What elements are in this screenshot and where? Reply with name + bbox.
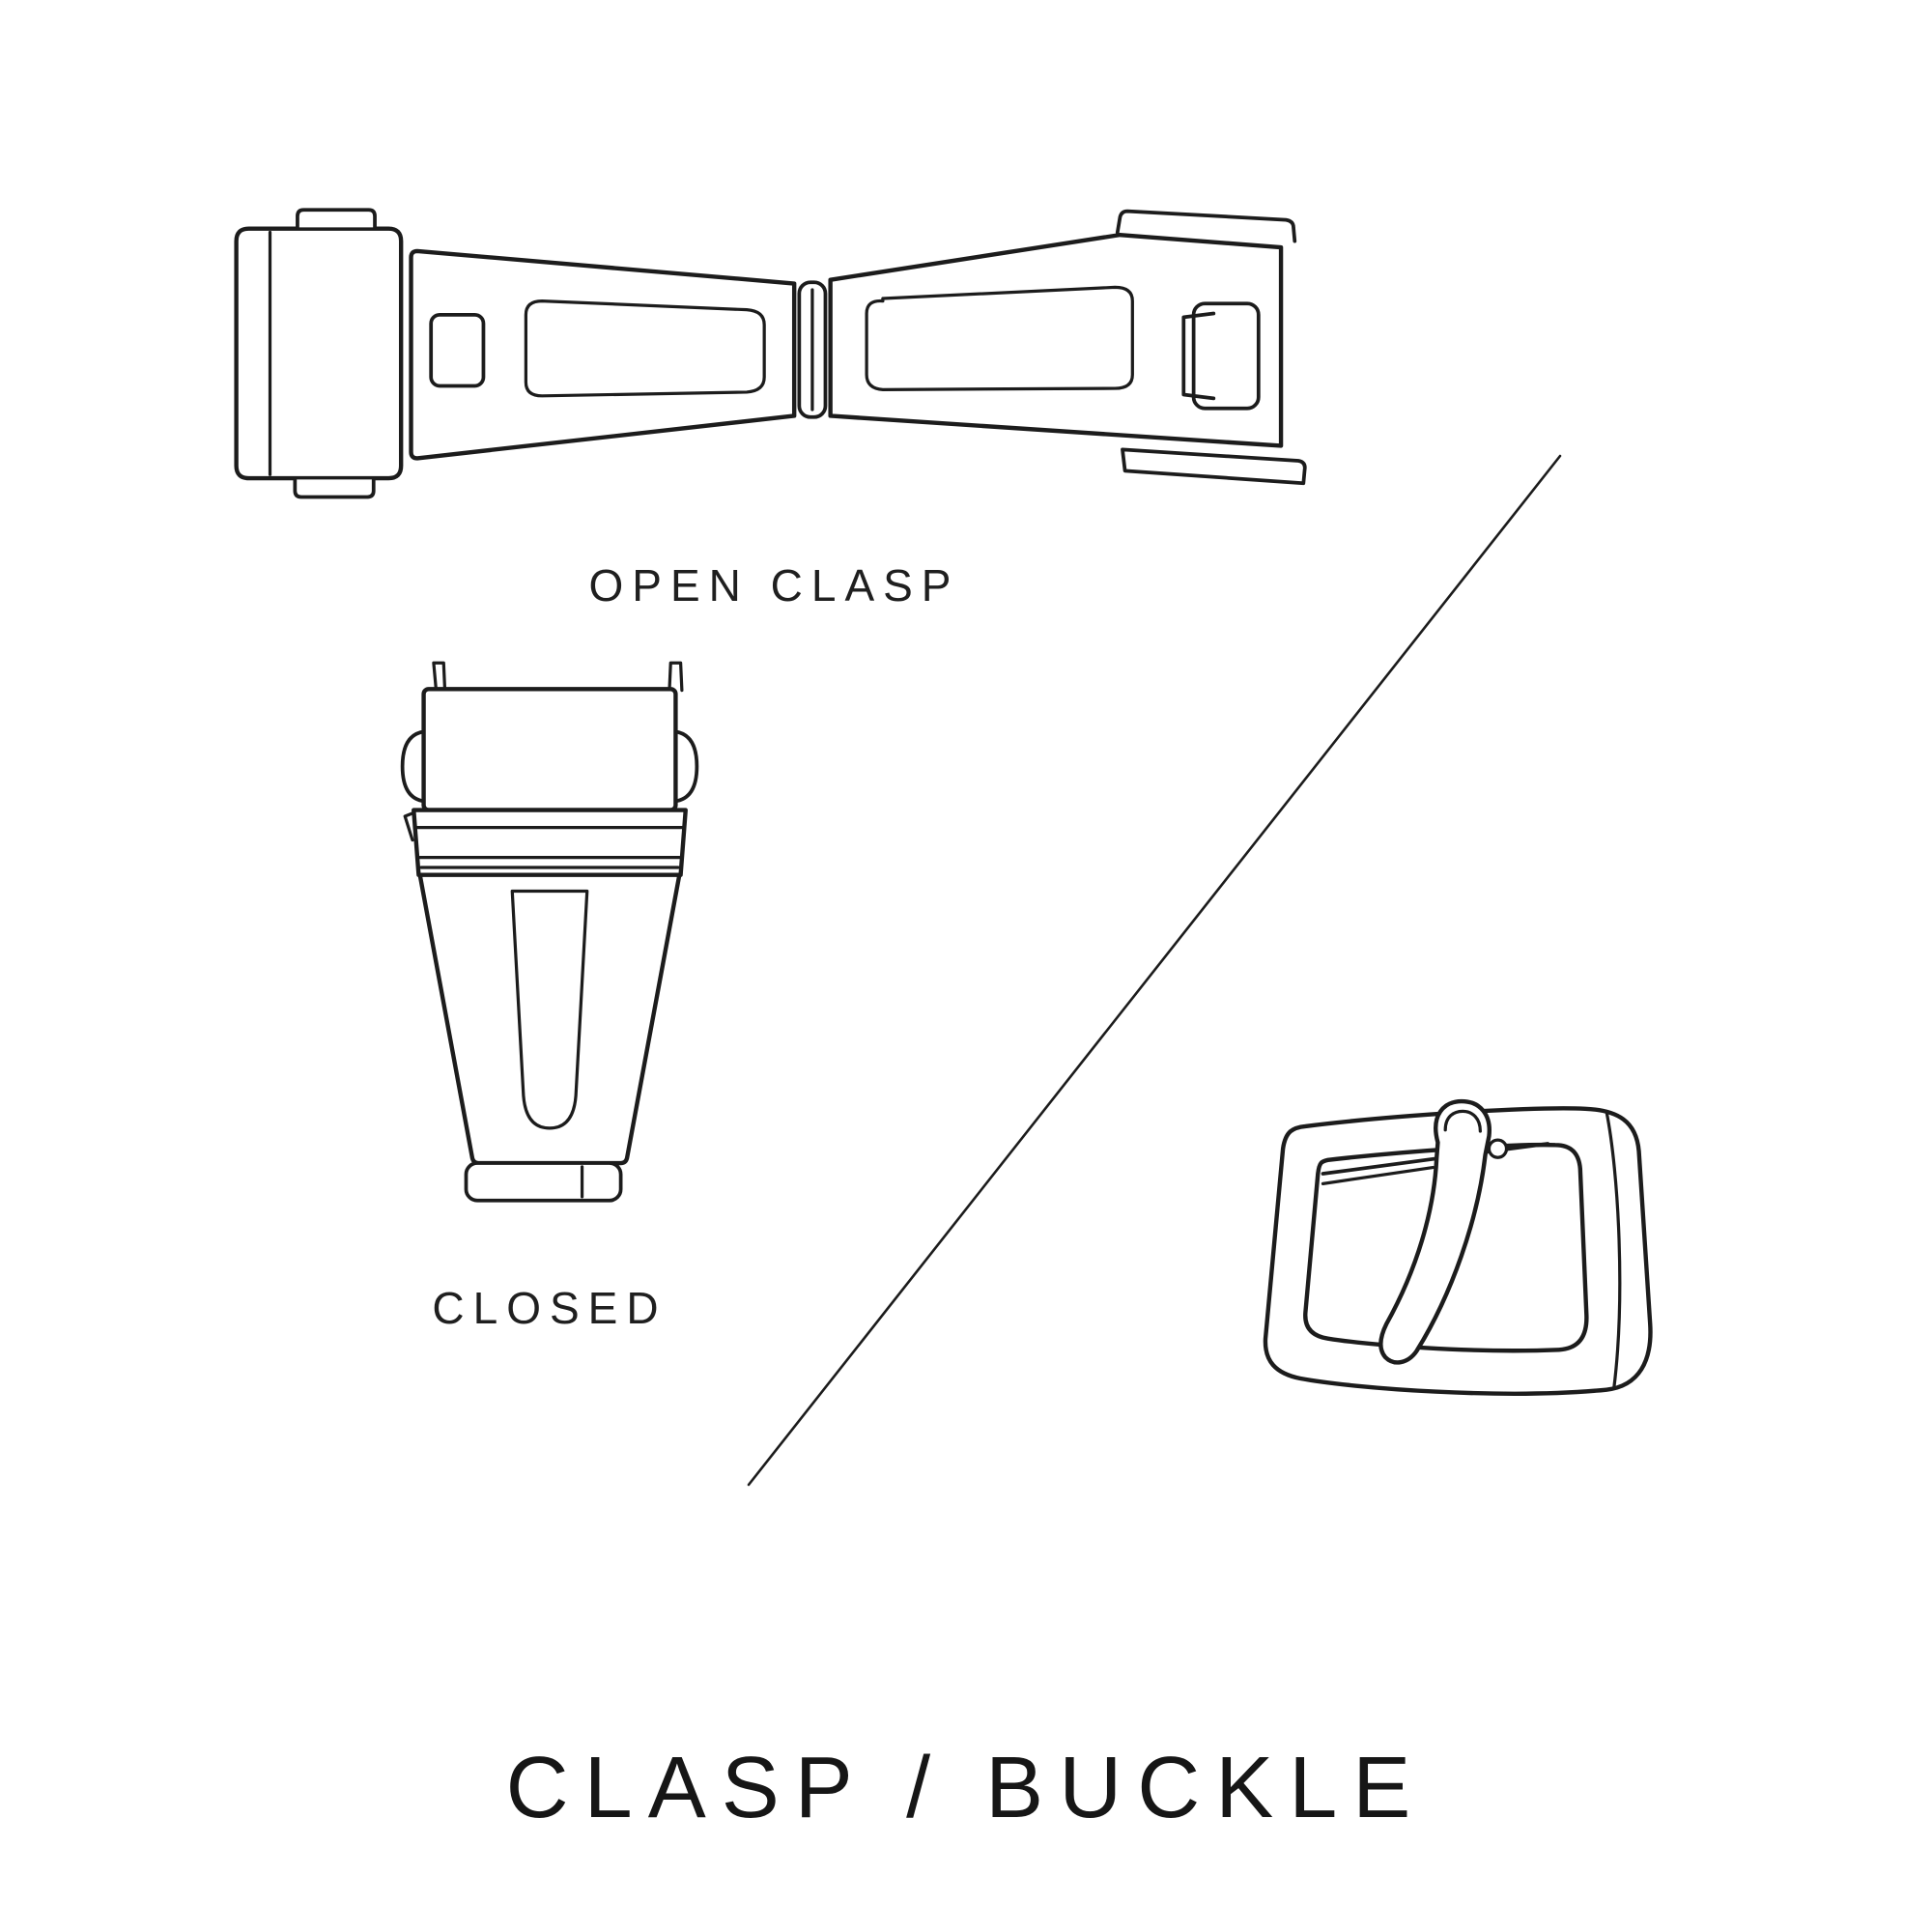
diagram-title: CLASP / BUCKLE [505,1740,1427,1836]
closed-clasp-label: CLOSED [432,1283,668,1333]
open-clasp-figure: OPEN CLASP [225,187,1323,611]
open-clasp-label: OPEN CLASP [588,560,960,611]
closed-clasp-drawing [400,661,699,1203]
closed-clasp-figure: CLOSED [375,649,724,1334]
closed-clasp-illustration [400,661,699,1203]
buckle-drawing [1263,1098,1653,1396]
open-clasp-illustration [234,208,1307,499]
buckle-illustration [1263,1098,1653,1396]
open-clasp-drawing [234,208,1307,499]
buckle-figure [1236,1080,1666,1447]
